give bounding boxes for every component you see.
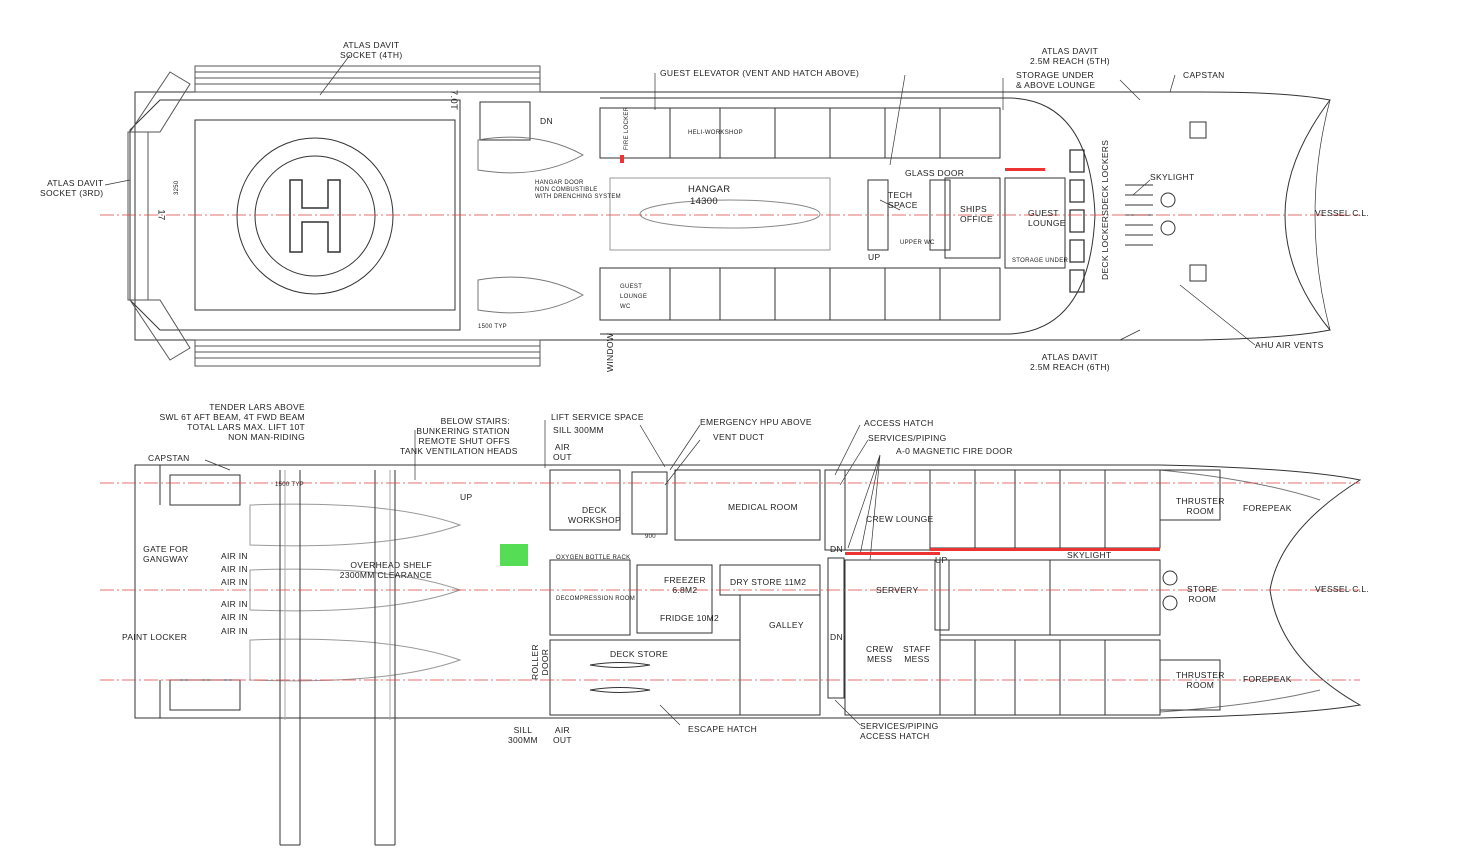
fire-doors [620, 155, 1160, 555]
label-storage-under-small: STORAGE UNDER [1012, 258, 1069, 264]
label-atlas-davit-4th: ATLAS DAVIT SOCKET (4th) [340, 40, 403, 60]
label-medical-room: MEDICAL ROOM [728, 502, 798, 512]
label-dn-upper: DN [540, 116, 553, 126]
label-ships-office: SHIPS OFFICE [960, 204, 993, 224]
label-deck-store: DECK STORE [610, 649, 669, 659]
label-dn-lower-2: DN [830, 632, 843, 642]
label-freezer: FREEZER 6.8m2 [664, 575, 706, 595]
label-gate-for-gangway: GATE FOR GANGWAY [143, 544, 189, 564]
label-up-lower: UP [460, 492, 473, 502]
label-guest-lounge: GUEST LOUNGE [1028, 208, 1066, 228]
label-thruster-room-bottom: THRUSTER ROOM [1176, 670, 1225, 690]
label-staff-mess: STAFF MESS [903, 644, 931, 664]
label-glass-door: GLASS DOOR [905, 168, 965, 178]
label-up-upper: UP [868, 252, 881, 262]
label-emergency-hpu: EMERGENCY HPU ABOVE [700, 417, 812, 427]
label-fire-locker: FIRE LOCKER [624, 106, 630, 150]
label-dim-900: 900 [645, 534, 656, 540]
label-access-hatch: ACCESS HATCH [864, 418, 934, 428]
label-servery: SERVERY [876, 585, 919, 595]
label-ahu-air-vents: AHU AIR VENTS [1255, 340, 1324, 350]
label-roller-door: ROLLER DOOR [530, 644, 550, 680]
label-capstan-lower: CAPSTAN [148, 453, 190, 463]
label-capstan-upper: CAPSTAN [1183, 70, 1225, 80]
label-services-access-hatch: SERVICES/PIPING ACCESS HATCH [860, 721, 939, 741]
label-atlas-davit-5th: ATLAS DAVIT 2.5m REACH (5th) [1030, 46, 1110, 66]
label-decompression-room: DECOMPRESSION ROOM [556, 596, 636, 602]
label-air-in-1: AIR IN [221, 551, 248, 561]
label-deck-lockers-2: DECK LOCKERS [1100, 139, 1110, 210]
heli-d-value-marking: 17 [155, 209, 167, 221]
leader-lines [104, 54, 1256, 726]
label-dim-1500-lower: 1500 TYP [275, 482, 304, 488]
lars-rails [279, 470, 396, 846]
label-paint-locker: PAINT LOCKER [122, 632, 188, 642]
label-guest-lounge-wc: GUEST LOUNGE WC [620, 284, 648, 310]
label-fridge: FRIDGE 10m2 [660, 613, 720, 623]
label-hangar-dim: 14300 [690, 196, 718, 207]
upper-cabin-blocks [477, 101, 1207, 321]
label-dim-1500-upper: 1500 TYP [478, 324, 507, 330]
label-lift-service-space: LIFT SERVICE SPACE [551, 412, 644, 422]
helideck-safety-nets [127, 65, 541, 367]
centre-lines [100, 214, 1360, 681]
label-vessel-cl-lower: VESSEL C.L. [1315, 584, 1370, 594]
label-thruster-room-top: THRUSTER ROOM [1176, 496, 1225, 516]
label-air-in-2: AIR IN [221, 564, 248, 574]
label-sill-300: SILL 300mm [553, 425, 604, 435]
label-deck-lockers-1: DECK LOCKERS [1100, 209, 1110, 280]
label-window: WINDOW [605, 332, 615, 372]
label-deck-workshop: DECK WORKSHOP [568, 505, 621, 525]
label-vent-duct: VENT DUCT [713, 432, 765, 442]
label-skylight-upper: SKYLIGHT [1150, 172, 1195, 182]
label-crew-mess: CREW MESS [866, 644, 894, 664]
heli-weight-marking: 7.0t [448, 89, 460, 111]
label-fire-door: A-0 MAGNETIC FIRE DOOR [896, 446, 1013, 456]
label-forepeak-top: FOREPEAK [1243, 503, 1292, 513]
label-oxygen-rack: OXYGEN BOTTLE RACK [556, 555, 631, 561]
label-store-room: STORE ROOM [1187, 584, 1218, 604]
label-services-piping: SERVICES/PIPING [868, 433, 947, 443]
label-atlas-davit-6th: ATLAS DAVIT 2.5m REACH (6th) [1030, 352, 1110, 372]
label-upper-wc: UPPER WC [900, 240, 935, 246]
label-galley: GALLEY [769, 620, 804, 630]
first-aid-station [500, 544, 528, 566]
label-air-in-3: AIR IN [221, 577, 248, 587]
label-hangar: HANGAR [688, 184, 731, 195]
label-dn-lower: DN [830, 544, 843, 554]
label-hangar-door: HANGAR DOOR NON COMBUSTIBLE WITH DRENCHI… [535, 180, 621, 200]
label-guest-elevator: GUEST ELEVATOR (VENT AND HATCH ABOVE) [660, 68, 860, 78]
label-tender-lars: TENDER LARS ABOVE SWL 6t AFT BEAM, 4t FW… [159, 402, 305, 442]
label-tech-space: TECH SPACE [888, 190, 918, 210]
label-heli-workshop: HELI-WORKSHOP [688, 130, 743, 136]
label-air-out-top: AIR OUT [553, 442, 572, 462]
label-crew-lounge: CREW LOUNGE [866, 514, 934, 524]
label-skylight-lower: SKYLIGHT [1067, 550, 1112, 560]
label-storage-under: STORAGE UNDER & ABOVE LOUNGE [1016, 70, 1096, 90]
label-escape-hatch: ESCAPE HATCH [688, 724, 758, 734]
label-below-stairs: BELOW STAIRS: BUNKERING STATION REMOTE S… [400, 416, 518, 456]
label-overhead-shelf: OVERHEAD SHELF 2300mm CLEARANCE [339, 560, 432, 580]
label-air-in-6: AIR IN [221, 626, 248, 636]
label-vessel-cl-upper: VESSEL C.L. [1315, 208, 1370, 218]
label-dim-3250: 3250 [174, 180, 180, 195]
label-dry-store: DRY STORE 11m2 [730, 577, 807, 587]
label-forepeak-bottom: FOREPEAK [1243, 674, 1292, 684]
label-up-lower-2: UP [935, 555, 948, 565]
label-atlas-davit-3rd: ATLAS DAVIT SOCKET (3rd) [40, 178, 104, 198]
label-air-in-5: AIR IN [221, 612, 248, 622]
label-air-out-bottom: AIR OUT [553, 725, 572, 745]
label-air-in-4: AIR IN [221, 599, 248, 609]
label-sill-300-bottom: SILL 300mm [508, 725, 538, 745]
